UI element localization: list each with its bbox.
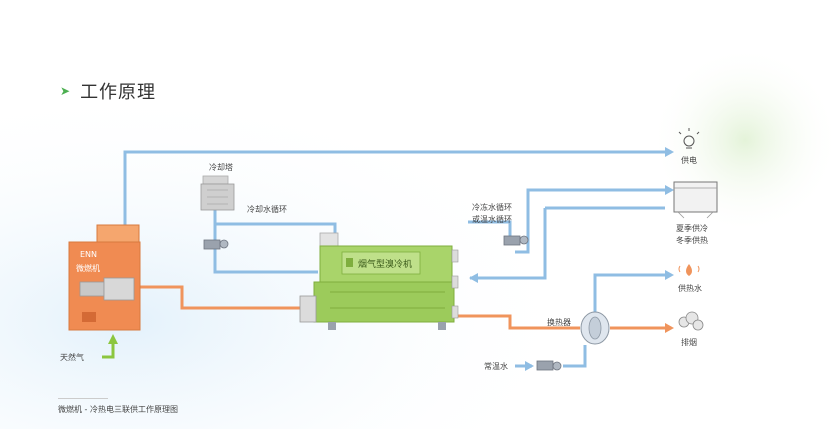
radiator-icon: [673, 181, 718, 219]
chilled-water-pipe-in: [468, 220, 512, 236]
arrow-icon: [665, 147, 674, 157]
lightbulb-icon: [678, 128, 700, 149]
blue-arrowheads: [469, 147, 674, 371]
exhaust-pipe-to-chiller: [140, 285, 318, 310]
cooling-tower: 冷却塔: [200, 162, 235, 211]
hot-water-pipe: [593, 273, 665, 313]
hot-water-icon: [678, 264, 700, 276]
heat-exchanger-label: 换热器: [547, 317, 571, 327]
arrow-icon: [665, 270, 674, 280]
chilled-water-pipe-out: [515, 188, 665, 254]
microturbine-brand: ENN: [80, 250, 97, 259]
cooling-water-loop-label: 冷却水循环: [247, 204, 287, 214]
section-header: ➤ 工作原理: [60, 78, 156, 104]
cooling-tower-label: 冷却塔: [209, 162, 233, 172]
arrow-icon: [665, 323, 674, 333]
chilled-water-loop-label-2: 或温水循环: [472, 214, 512, 224]
heat-exchanger: 换热器: [547, 311, 610, 345]
natural-gas-label: 天然气: [60, 352, 84, 362]
chilled-water-loop-label-1: 冷冻水循环: [472, 202, 512, 212]
orange-pipes: [140, 285, 665, 330]
microturbine: ENN 微燃机: [68, 224, 141, 331]
hot-water-supply-label: 供热水: [678, 283, 702, 293]
pump-icon: [503, 235, 529, 246]
diagram-caption: 微燃机 - 冷热电三联供工作原理图: [58, 405, 178, 414]
exhaust-pipe-to-exchanger: [455, 314, 580, 330]
summer-cooling-label: 夏季供冷: [676, 223, 708, 233]
normal-water-pipe-2: [563, 345, 587, 368]
pump-icon: [536, 360, 562, 371]
page-title: 工作原理: [80, 82, 157, 103]
pump-icon: [203, 239, 229, 250]
arrow-icon: [525, 361, 534, 371]
microturbine-label: 微燃机: [76, 263, 100, 273]
absorption-chiller: 烟气型溴冷机: [299, 232, 459, 330]
natural-gas-input: 天然气: [60, 334, 118, 362]
power-pipe: [123, 150, 665, 237]
caption-divider: [58, 398, 108, 399]
arrow-icon: [108, 334, 118, 344]
chiller-label: 烟气型溴冷机: [358, 258, 412, 270]
chevron-right-icon: ➤: [60, 84, 71, 98]
arrow-icon: [665, 185, 674, 195]
arrow-icon: [469, 273, 478, 283]
normal-water-label: 常温水: [484, 361, 508, 371]
smoke-icon: [678, 311, 704, 331]
exhaust-label: 排烟: [681, 337, 697, 347]
chilled-water-pipe-return-2: [470, 208, 547, 280]
winter-heating-label: 冬季供热: [676, 235, 708, 245]
cooling-water-pipe-return: [213, 207, 318, 274]
power-supply-label: 供电: [681, 155, 697, 165]
